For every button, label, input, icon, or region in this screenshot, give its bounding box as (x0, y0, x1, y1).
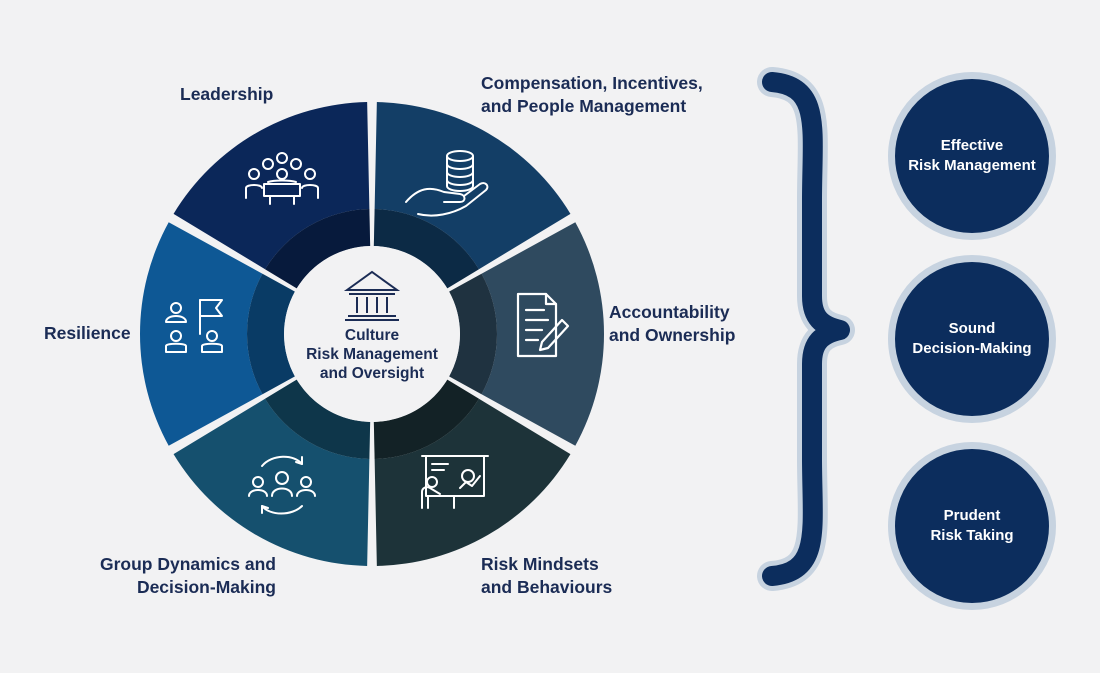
outcome-label: Effective Risk Management (908, 137, 1036, 174)
wheel-segment-accountability (481, 222, 604, 446)
coins-in-hand-icon (405, 150, 489, 217)
wheel-segment-inner-compensation (373, 209, 479, 289)
wheel-segment-inner-group-dynamics (265, 379, 371, 459)
segment-label-compensation: Compensation, Incentives, and People Man… (481, 73, 703, 116)
wheel-segment-inner-shade-leadership (265, 209, 371, 289)
segment-label-leadership: Leadership (180, 84, 274, 104)
wheel-segment-group-dynamics (173, 398, 370, 566)
wheel-segment-inner-accountability (449, 273, 497, 395)
outcome-circle-effective-risk-management: Effective Risk Management (888, 72, 1056, 240)
wheel-segment-inner-shade-group-dynamics (265, 379, 371, 459)
wheel-segment-inner-shade-risk-mindsets (373, 379, 479, 459)
center-title: Culture Risk Management and Oversight (306, 327, 438, 382)
outcome-label: Sound Decision-Making (912, 320, 1032, 357)
wheel-segment-resilience (140, 222, 263, 446)
meeting-table-icon (245, 152, 319, 205)
segment-label-accountability: Accountability and Ownership (609, 302, 736, 345)
outcome-circle-prudent-risk-taking: Prudent Risk Taking (888, 442, 1056, 610)
segment-label-group-dynamics: Group Dynamics and Decision-Making (99, 554, 276, 597)
wheel-segment-inner-shade-accountability (449, 273, 497, 395)
wheel-segment-risk-mindsets (374, 398, 571, 566)
wheel-segment-inner-risk-mindsets (373, 379, 479, 459)
wheel-segment-inner-leadership (265, 209, 371, 289)
wheel-segment-inner-shade-resilience (247, 273, 295, 395)
culture-wheel (140, 102, 604, 566)
wheel-segment-inner-shade-compensation (373, 209, 479, 289)
bank-building-icon (343, 270, 401, 321)
document-pen-icon (516, 292, 570, 358)
wheel-segment-leadership (173, 102, 370, 270)
outcome-label: Prudent Risk Taking (930, 507, 1014, 544)
segment-label-risk-mindsets: Risk Mindsets and Behaviours (481, 554, 613, 597)
curly-brace-fill (762, 72, 850, 586)
segment-label-resilience: Resilience (44, 323, 131, 343)
wheel-segment-inner-resilience (247, 273, 295, 395)
team-flag-icon (165, 299, 223, 353)
outcome-circle-sound-decision-making: Sound Decision-Making (888, 255, 1056, 423)
people-cycle-icon (248, 455, 316, 515)
presentation-board-icon (421, 455, 489, 509)
wheel-center (284, 246, 460, 422)
